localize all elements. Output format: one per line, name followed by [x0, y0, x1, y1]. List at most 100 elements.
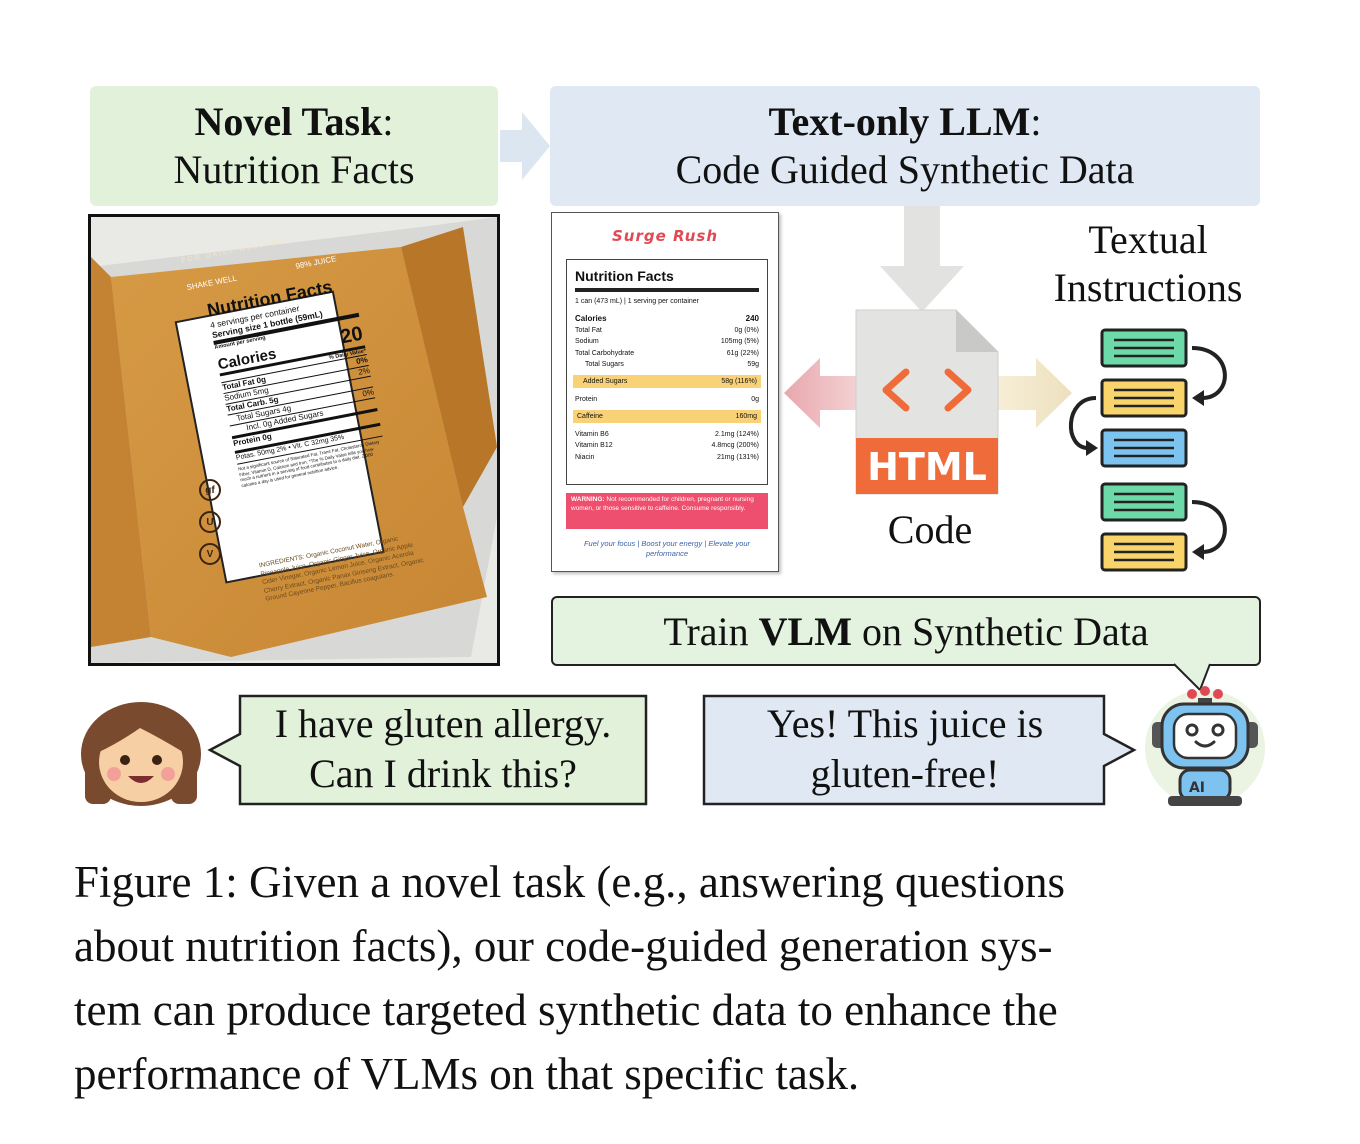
curved-arrow-head	[1192, 390, 1204, 406]
user-line-1: I have gluten allergy.	[274, 701, 612, 746]
instruction-card	[1100, 532, 1188, 572]
instruction-cards	[1068, 328, 1227, 572]
card-row-label: Total Fat	[575, 326, 602, 334]
html-file-icon: HTML	[855, 309, 999, 495]
photo-calories-value: 20	[338, 322, 365, 349]
card-vitamin-label: Vitamin B12	[575, 442, 613, 450]
card-calories-value: 240	[745, 314, 759, 323]
curved-arrow	[1191, 500, 1227, 554]
card-vitamin-value: 2.1mg (124%)	[715, 430, 759, 438]
synthetic-nutrition-card: Surge Rush Nutrition Facts 1 can (473 mL…	[551, 212, 779, 572]
html-file-label: HTML	[867, 445, 987, 489]
caption-line-3: tem can produce targeted synthetic data …	[74, 985, 1058, 1035]
instruction-card	[1100, 328, 1188, 368]
card-added-sugars-row: Added Sugars 58g (116%)	[573, 374, 761, 388]
novel-task-box: Novel Task: Nutrition Facts	[90, 86, 498, 206]
card-title: Nutrition Facts	[575, 268, 674, 284]
card-protein-label: Protein	[575, 395, 598, 403]
card-warning-bold: WARNING:	[571, 496, 605, 503]
card-added-sugars-value: 58g (116%)	[721, 377, 757, 385]
photo-badge-icon: gf	[199, 479, 221, 501]
llm-subtitle: Code Guided Synthetic Data	[675, 147, 1135, 192]
card-caffeine-value: 160mg	[735, 412, 757, 420]
llm-title-line: Text-only LLM:	[769, 98, 1042, 146]
card-vitamin-label: Vitamin B6	[575, 430, 609, 438]
curved-arrow	[1191, 346, 1227, 400]
instruction-card	[1100, 378, 1188, 418]
card-row-label: Total Carbohydrate	[575, 349, 635, 357]
bot-bubble	[702, 694, 1137, 806]
card-vitamin-row: Vitamin B12 4.8mcg (200%)	[575, 440, 759, 452]
card-caffeine-row: Caffeine 160mg	[573, 409, 761, 423]
train-text: Train VLM on Synthetic Data	[663, 608, 1148, 655]
code-label: Code	[887, 506, 973, 552]
card-row-label: Sodium	[575, 338, 599, 346]
card-warning: WARNING: Not recommended for children, p…	[566, 493, 768, 529]
card-protein-value: 0g	[751, 395, 759, 403]
card-vitamin-value: 4.8mcg (200%)	[711, 442, 759, 450]
train-box-tail	[1173, 663, 1211, 692]
novel-task-title-line: Novel Task:	[195, 98, 394, 146]
card-calories-label: Calories	[575, 314, 607, 323]
train-vlm-box: Train VLM on Synthetic Data	[551, 596, 1261, 666]
card-caffeine-label: Caffeine	[577, 412, 603, 420]
right-arrow-top	[500, 112, 550, 180]
card-tagline: Fuel your focus | Boost your energy | El…	[583, 539, 751, 558]
card-facts-panel: Nutrition Facts 1 can (473 mL) | 1 servi…	[566, 259, 768, 485]
llm-title: Text-only LLM	[768, 99, 1031, 144]
caption-line-4: performance of VLMs on that specific tas…	[74, 1049, 860, 1099]
card-warning-text: Not recommended for children, pregnant o…	[571, 496, 754, 512]
card-row-value: 59g	[747, 361, 759, 369]
bot-bubble-text: Yes! This juice is gluten-free!	[704, 694, 1106, 804]
curved-arrow-head	[1086, 440, 1098, 456]
card-row-value: 105mg (5%)	[720, 338, 759, 346]
card-vitamin-row: Vitamin B6 2.1mg (124%)	[575, 429, 759, 441]
train-bold: VLM	[758, 608, 852, 654]
train-post: on Synthetic Data	[851, 608, 1149, 654]
card-thick-bar	[575, 288, 759, 292]
card-serving: 1 can (473 mL) | 1 serving per container	[575, 298, 699, 305]
card-vitamin-label: Niacin	[575, 453, 595, 461]
caption-line-2: about nutrition facts), our code-guided …	[74, 921, 1053, 971]
llm-box: Text-only LLM: Code Guided Synthetic Dat…	[550, 86, 1260, 206]
card-row: Total Sugars 59g	[575, 359, 759, 371]
card-vitamin-value: 21mg (131%)	[716, 453, 759, 461]
figure-caption: Figure 1: Given a novel task (e.g., answ…	[74, 850, 1284, 1106]
textual-instructions-label: Textual Instructions	[1030, 214, 1266, 314]
card-added-sugars-label: Added Sugars	[583, 377, 628, 385]
card-brand: Surge Rush	[611, 227, 719, 245]
photo-row-dv	[378, 411, 380, 421]
card-row: Sodium 105mg (5%)	[575, 336, 759, 348]
robot-badge: AI	[1189, 780, 1205, 796]
bot-line-2: gluten-free!	[810, 751, 1000, 796]
caption-line-1: Figure 1: Given a novel task (e.g., answ…	[74, 857, 1066, 907]
photo-badge-icon: U	[199, 511, 221, 533]
photo-row-dv	[371, 377, 373, 387]
card-vitamins: Vitamin B6 2.1mg (124%) Vitamin B12 4.8mcg …	[575, 429, 759, 464]
photo-badge-icon: V	[199, 543, 221, 565]
robot-icon: AI	[1145, 686, 1265, 806]
user-face-icon	[81, 702, 201, 806]
llm-colon: :	[1030, 99, 1042, 144]
bot-line-1: Yes! This juice is	[766, 701, 1044, 746]
user-bubble-text: I have gluten allergy. Can I drink this?	[240, 694, 646, 804]
card-row-value: 0g (0%)	[734, 326, 759, 334]
curved-arrow-head	[1192, 544, 1204, 560]
curved-arrow	[1068, 396, 1097, 450]
photo-row-dv	[375, 398, 377, 408]
left-arrow-pink	[784, 358, 876, 428]
card-rows: Total Fat 0g (0%) Sodium 105mg (5%) Total Ca…	[575, 325, 759, 371]
card-row: Total Fat 0g (0%)	[575, 325, 759, 337]
novel-task-subtitle: Nutrition Facts	[173, 147, 415, 192]
card-protein-row: Protein 0g	[575, 394, 759, 406]
novel-task-title: Novel Task	[194, 99, 383, 144]
user-line-2: Can I drink this?	[309, 751, 577, 796]
card-row-label: Total Sugars	[585, 361, 624, 369]
down-arrow	[880, 206, 964, 312]
instruction-card	[1100, 482, 1188, 522]
card-row-value: 61g (22%)	[726, 349, 759, 357]
instruction-card	[1100, 428, 1188, 468]
ti-line-1: Textual	[1088, 217, 1208, 262]
card-row: Total Carbohydrate 61g (22%)	[575, 348, 759, 360]
